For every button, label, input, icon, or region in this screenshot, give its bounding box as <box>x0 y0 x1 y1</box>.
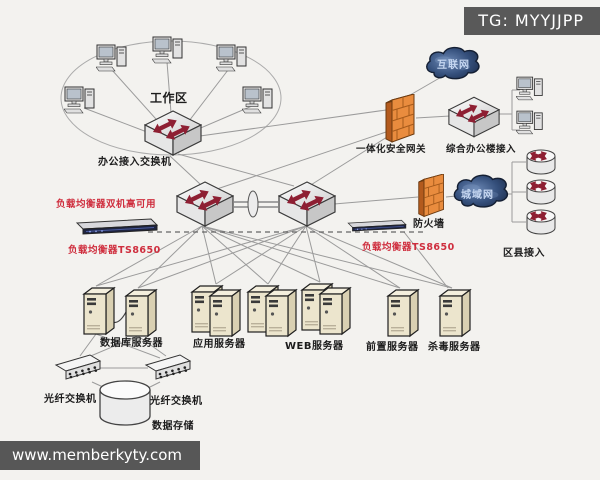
building-access-switch-icon <box>448 96 500 138</box>
app-servers-label: 应用服务器 <box>193 339 246 350</box>
building-access-label: 综合办公楼接入 <box>446 144 517 155</box>
core-switch-left-icon <box>176 181 234 227</box>
web-server-icon <box>316 284 354 336</box>
firewall-label: 防火墙 <box>413 219 445 230</box>
antivirus-servers-label: 杀毒服务器 <box>428 342 481 353</box>
front-servers-label: 前置服务器 <box>366 342 419 353</box>
fiber-switch-right-label: 光纤交换机 <box>150 396 203 407</box>
office-pc-icon <box>516 110 544 135</box>
fiber-switch-left-icon <box>54 354 102 384</box>
office-pc-icon <box>516 76 544 101</box>
workstation-icon <box>96 44 128 72</box>
workstation-icon <box>242 86 274 114</box>
watermark-bar: www.memberkyty.com <box>0 441 200 470</box>
lb-model-left-label: 负载均衡器TS8650 <box>68 245 161 256</box>
web-server-icon <box>262 286 300 338</box>
workstation-icon <box>216 44 248 72</box>
front-server-icon <box>384 286 422 338</box>
db-server-icon <box>80 284 118 336</box>
data-storage-label: 数据存储 <box>152 421 194 432</box>
load-balancer-right-icon <box>346 219 408 233</box>
office-access-switch-icon <box>144 110 202 156</box>
district-router-icon <box>525 208 557 236</box>
district-access-label: 区县接入 <box>503 248 545 259</box>
lb-ha-note-label: 负载均衡器双机高可用 <box>56 199 157 210</box>
fiber-switch-left-label: 光纤交换机 <box>44 394 97 405</box>
security-gateway-label: 一体化安全网关 <box>356 144 427 155</box>
tg-banner: TG: MYYJJPP <box>464 7 600 35</box>
antivirus-server-icon <box>436 286 474 338</box>
app-server-icon <box>206 286 244 338</box>
storage-cylinder-icon <box>98 380 152 428</box>
db-server-icon <box>122 286 160 338</box>
district-router-icon <box>525 148 557 176</box>
core-switch-right-icon <box>278 181 336 227</box>
firewall-icon <box>416 174 448 220</box>
workstation-icon <box>152 36 184 64</box>
web-servers-label: WEB服务器 <box>285 341 344 352</box>
lb-model-right-label: 负载均衡器TS8650 <box>362 242 455 253</box>
security-gateway-firewall-icon <box>384 94 418 146</box>
metro-network-label: 城域网 <box>461 190 494 201</box>
workstation-icon <box>64 86 96 114</box>
load-balancer-left-icon <box>74 218 160 236</box>
db-servers-label: 数据库服务器 <box>100 338 163 349</box>
work-area-label: 工作区 <box>150 91 188 105</box>
internet-label: 互联网 <box>437 60 470 71</box>
office-switch-label: 办公接入交换机 <box>98 157 172 168</box>
district-router-icon <box>525 178 557 206</box>
